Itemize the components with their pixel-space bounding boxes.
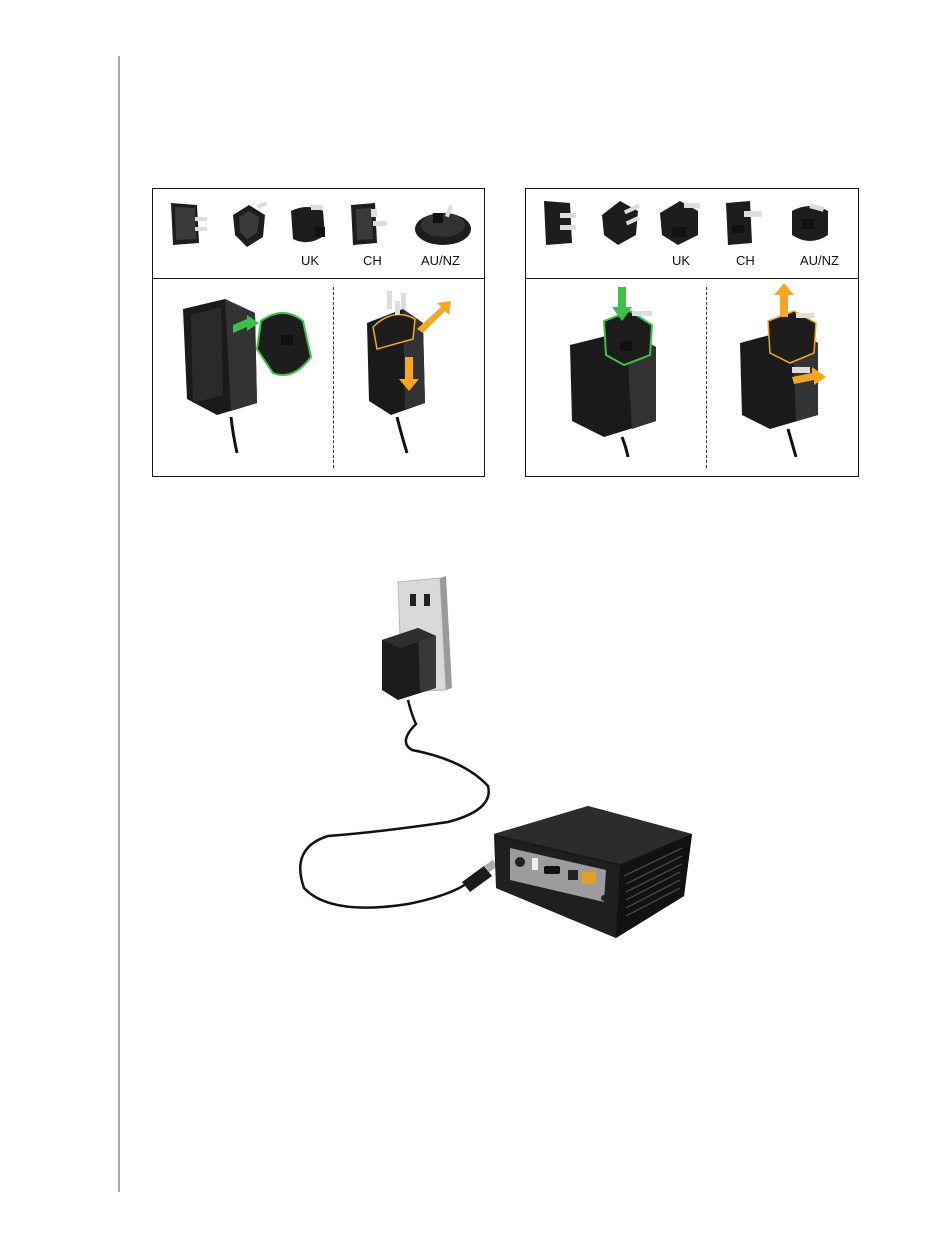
plug-us-icon [167, 199, 209, 249]
plug-panel-right: UK CH AU/NZ [525, 188, 859, 477]
adapter-insert-illustration [560, 281, 690, 457]
plug-ch-icon [722, 197, 766, 249]
plug-label-aunz: AU/NZ [800, 253, 839, 268]
adapter-remove-illustration [353, 283, 473, 455]
adapter-insert-illustration [173, 285, 323, 455]
power-connection-illustration [288, 566, 702, 944]
plug-aunz-icon [411, 201, 475, 249]
plug-eu-icon [596, 195, 646, 249]
plug-panel-left: UK CH AU/NZ [152, 188, 485, 477]
plug-types-row: UK CH AU/NZ [526, 189, 858, 279]
step-divider [333, 287, 334, 468]
plug-types-row: UK CH AU/NZ [153, 189, 484, 279]
arrow-icon [417, 301, 451, 333]
adapter-icon [382, 628, 436, 700]
page-margin-rule [118, 56, 120, 1192]
adapter-remove-illustration [732, 281, 852, 457]
plug-eu-icon [227, 199, 273, 249]
step-divider [706, 287, 707, 468]
plug-us-icon [540, 197, 584, 249]
plug-label-ch: CH [363, 253, 382, 268]
plug-aunz-icon [784, 197, 836, 249]
plug-steps-row [526, 279, 858, 476]
plug-label-uk: UK [672, 253, 690, 268]
plug-steps-row [153, 279, 484, 476]
plug-label-uk: UK [301, 253, 319, 268]
plug-uk-icon [285, 201, 331, 249]
plug-uk-icon [654, 195, 706, 249]
plug-ch-icon [347, 199, 391, 249]
plug-label-aunz: AU/NZ [421, 253, 460, 268]
media-player-icon [494, 806, 692, 938]
power-cable [300, 700, 488, 908]
plug-label-ch: CH [736, 253, 755, 268]
